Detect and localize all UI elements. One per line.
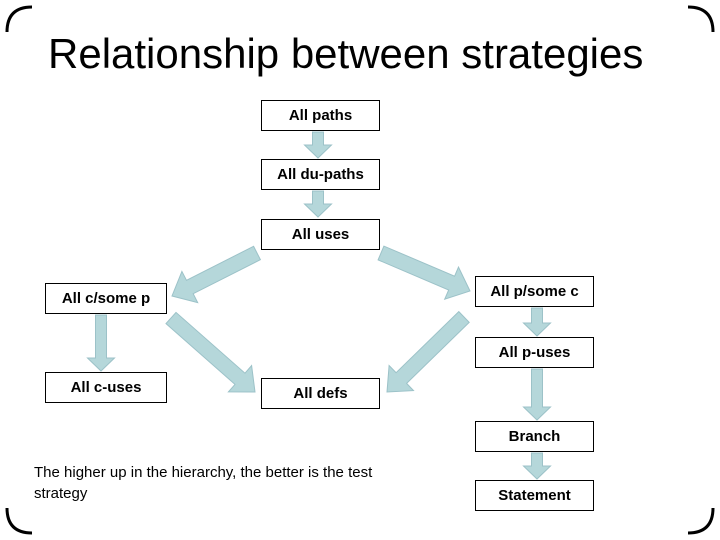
arrow-all-c-some-p-to-all-c-uses (86, 314, 116, 372)
corner-decoration-top-left (5, 5, 33, 33)
arrow-branch-to-statement (522, 452, 552, 480)
node-all-c-some-p: All c/some p (45, 283, 167, 314)
arrow-all-p-uses-to-branch (522, 368, 552, 421)
arrow-all-paths-to-all-du-paths (303, 131, 333, 159)
corner-decoration-bottom-right (687, 507, 715, 535)
node-statement: Statement (475, 480, 594, 511)
corner-decoration-bottom-left (5, 507, 33, 535)
node-all-paths: All paths (261, 100, 380, 131)
arrow-all-uses-to-all-c-some-p (171, 245, 262, 304)
arrow-all-c-some-p-to-all-defs (165, 311, 256, 393)
arrow-all-p-some-c-to-all-defs (386, 310, 470, 393)
node-all-p-some-c: All p/some c (475, 276, 594, 307)
arrow-all-uses-to-all-p-some-c (377, 245, 471, 301)
node-all-defs: All defs (261, 378, 380, 409)
node-branch: Branch (475, 421, 594, 452)
node-all-uses: All uses (261, 219, 380, 250)
arrow-all-p-some-c-to-all-p-uses (522, 307, 552, 337)
corner-decoration-top-right (687, 5, 715, 33)
arrow-all-du-paths-to-all-uses (303, 190, 333, 218)
node-all-c-uses: All c-uses (45, 372, 167, 403)
hierarchy-note: The higher up in the hierarchy, the bett… (34, 464, 373, 502)
node-all-du-paths: All du-paths (261, 159, 380, 190)
slide-title: Relationship between strategies (48, 30, 644, 77)
node-all-p-uses: All p-uses (475, 337, 594, 368)
